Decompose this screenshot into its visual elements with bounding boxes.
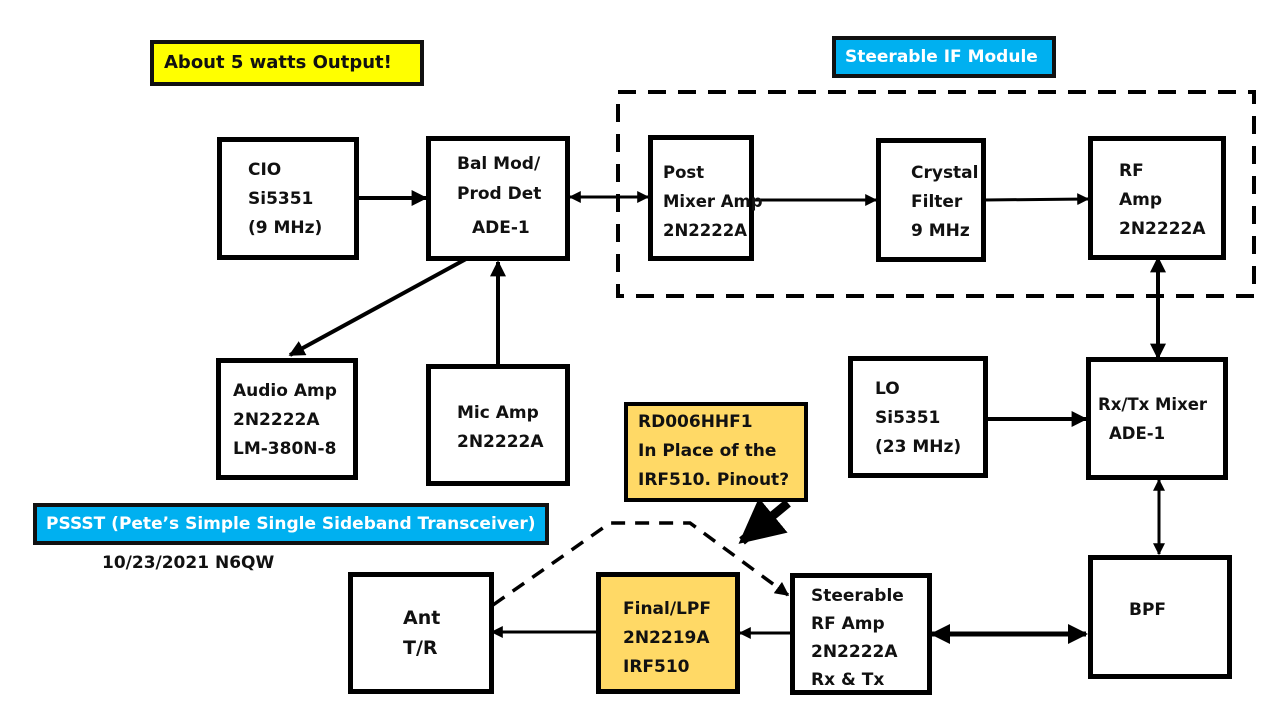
block-steerable-rf-amp: Steerable RF Amp 2N2222A Rx & Tx <box>790 573 932 695</box>
block-mic-amp: Mic Amp 2N2222A <box>426 364 570 486</box>
block-cio-line: Si5351 <box>248 189 314 209</box>
block-ant-line: Ant <box>403 607 441 629</box>
block-rfamp-line: RF <box>1119 161 1144 181</box>
block-bpf-line: BPF <box>1129 600 1167 620</box>
arrow-crystal-to-rfamp <box>983 193 1090 206</box>
block-crystal-line: 9 MHz <box>911 221 970 241</box>
block-mixer-line: Rx/Tx Mixer <box>1098 395 1208 414</box>
title-text: PSSST (Pete’s Simple Single Sideband Tra… <box>46 514 536 534</box>
note-line: RD006HHF1 <box>638 412 753 432</box>
note-line: IRF510. Pinout? <box>638 470 790 490</box>
block-steer-line: Steerable <box>811 586 904 606</box>
block-ant-line: T/R <box>403 637 438 659</box>
block-bpf: BPF <box>1088 555 1232 679</box>
block-cio-line: CIO <box>248 160 282 180</box>
block-rfamp-line: 2N2222A <box>1119 219 1206 239</box>
block-lo-line: Si5351 <box>875 408 941 428</box>
block-rf-amp: RF Amp 2N2222A <box>1088 136 1226 260</box>
block-balmod-line: ADE-1 <box>472 218 530 238</box>
block-balmod: Bal Mod/ Prod Det ADE-1 <box>426 136 570 261</box>
power-output-label: About 5 watts Output! <box>150 40 424 86</box>
note-line: In Place of the <box>638 441 777 461</box>
block-mixer-line: ADE-1 <box>1109 424 1166 443</box>
block-steer-line: Rx & Tx <box>811 670 885 690</box>
block-final-line: 2N2219A <box>623 628 710 648</box>
if-module-text: Steerable IF Module <box>845 47 1038 67</box>
note-box: RD006HHF1 In Place of the IRF510. Pinout… <box>624 402 808 502</box>
title-label: PSSST (Pete’s Simple Single Sideband Tra… <box>33 503 549 545</box>
block-crystal-line: Crystal <box>911 163 979 183</box>
block-balmod-line: Prod Det <box>457 184 542 204</box>
block-steer-line: RF Amp <box>811 614 885 634</box>
block-crystal-filter: Crystal Filter 9 MHz <box>876 138 986 262</box>
block-final-line: Final/LPF <box>623 599 711 619</box>
block-final-lpf: Final/LPF 2N2219A IRF510 <box>596 572 740 694</box>
block-post-mixer-amp: Post Mixer Amp 2N2222A <box>648 135 763 261</box>
block-steer-line: 2N2222A <box>811 642 898 662</box>
block-rfamp-line: Amp <box>1119 190 1163 210</box>
block-audio-line: LM-380N-8 <box>233 439 337 459</box>
block-balmod-line: Bal Mod/ <box>457 154 541 174</box>
block-mic-line: 2N2222A <box>457 432 544 452</box>
arrow-balmod-to-audio <box>288 257 467 357</box>
block-lo-line: LO <box>875 379 900 399</box>
block-postmixer-line: 2N2222A <box>663 221 747 240</box>
block-crystal-line: Filter <box>911 192 963 212</box>
date-author: 10/23/2021 N6QW <box>102 553 275 573</box>
block-cio: CIO Si5351 (9 MHz) <box>217 137 359 260</box>
block-ant-tr: Ant T/R <box>348 572 494 694</box>
block-postmixer-line: Post <box>663 163 705 182</box>
block-cio-line: (9 MHz) <box>248 218 323 238</box>
block-audio-line: 2N2222A <box>233 410 320 430</box>
power-output-text: About 5 watts Output! <box>164 52 392 73</box>
block-rx-tx-mixer: Rx/Tx Mixer ADE-1 <box>1086 357 1228 480</box>
block-final-line: IRF510 <box>623 657 690 677</box>
block-lo: LO Si5351 (23 MHz) <box>848 356 988 478</box>
if-module-label: Steerable IF Module <box>832 36 1056 78</box>
block-audio-amp: Audio Amp 2N2222A LM-380N-8 <box>216 358 358 480</box>
block-lo-line: (23 MHz) <box>875 437 962 457</box>
block-audio-line: Audio Amp <box>233 381 337 401</box>
arrow-note-pointer <box>738 497 791 545</box>
block-mic-line: Mic Amp <box>457 403 539 423</box>
block-postmixer-line: Mixer Amp <box>663 192 763 211</box>
